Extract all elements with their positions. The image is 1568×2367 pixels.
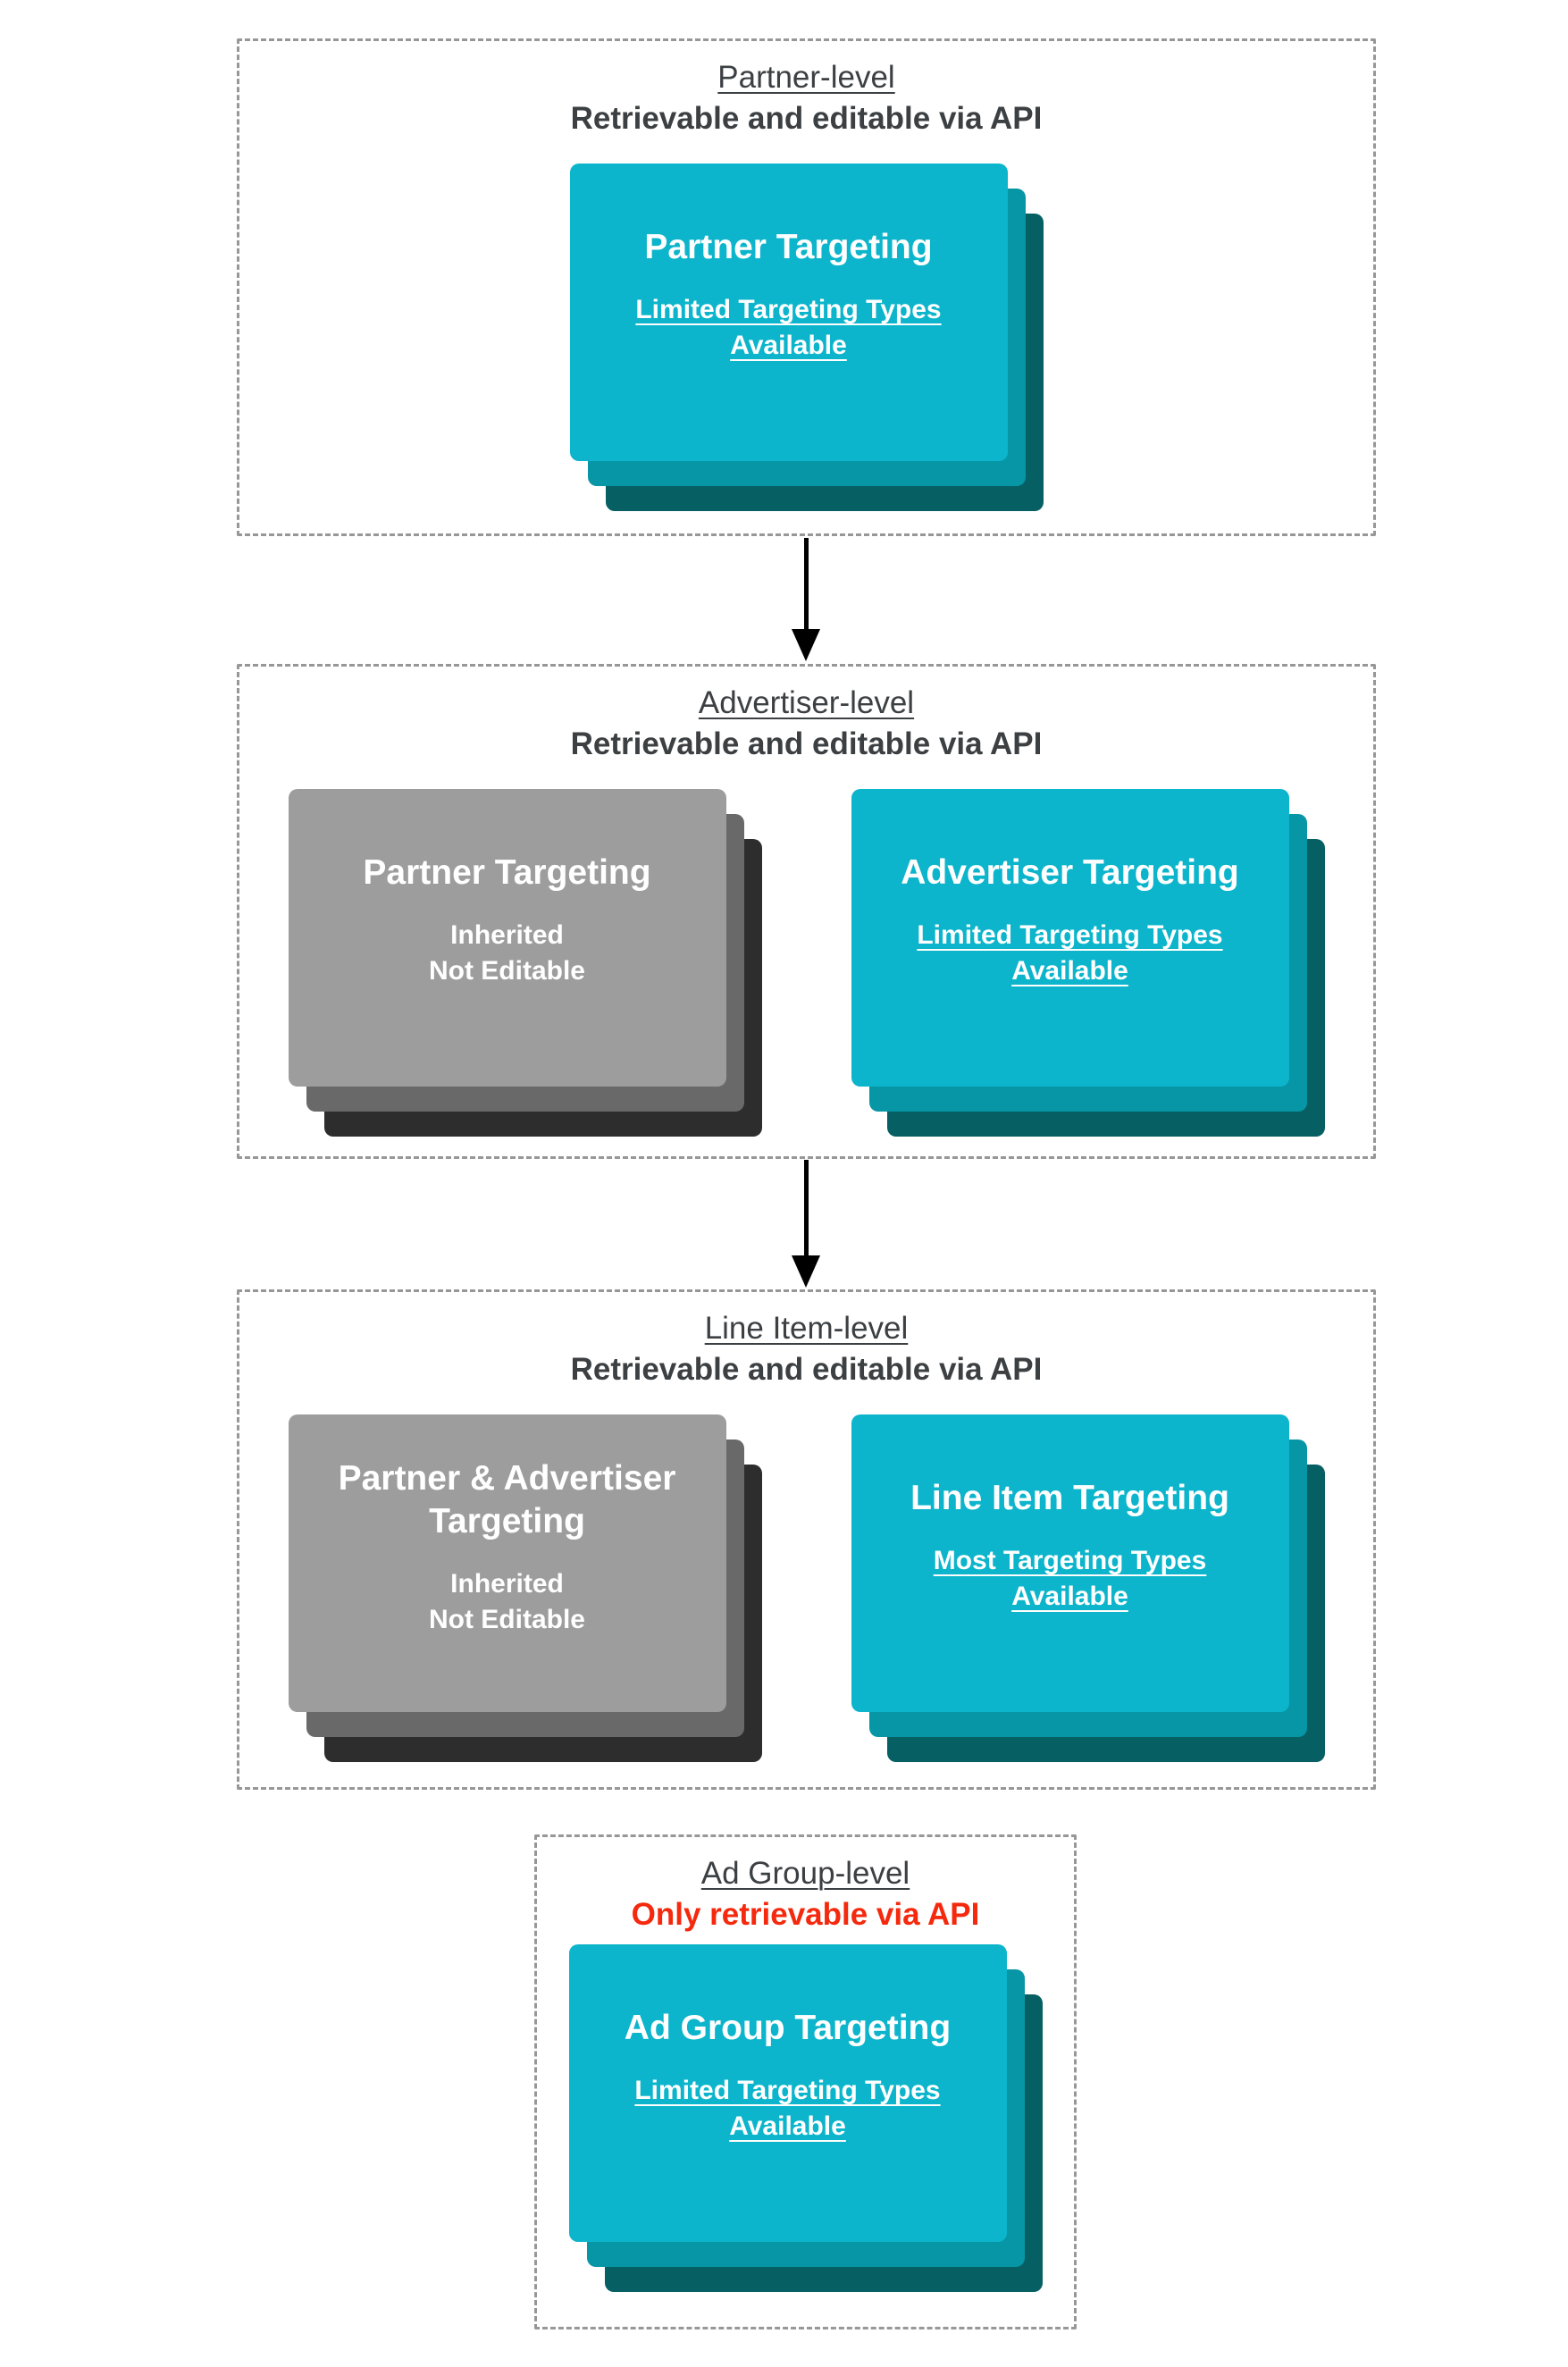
card-content: Partner Targeting Limited Targeting Type… (570, 226, 1008, 364)
card-body-line: Available (1011, 1582, 1128, 1611)
card-title-line: Partner Targeting (363, 853, 651, 892)
section-subtitle-red: Only retrievable via API (631, 1897, 980, 1932)
card-stack-inherited-partner-targeting: Partner Targeting Inherited Not Editable (288, 789, 762, 1137)
card-body-line: Not Editable (428, 1605, 585, 1634)
cards-row: Partner Targeting Limited Targeting Type… (239, 164, 1373, 511)
card-body-line: Limited Targeting Types (635, 295, 942, 324)
cards-row: Partner & Advertiser Targeting Inherited… (239, 1414, 1373, 1762)
card-body-line: Limited Targeting Types (917, 920, 1223, 950)
card-body-line: Available (729, 2111, 846, 2141)
card-title-line: Advertiser Targeting (901, 853, 1239, 892)
card-content: Partner Targeting Inherited Not Editable (289, 852, 726, 989)
card-content: Partner & Advertiser Targeting Inherited… (289, 1457, 726, 1638)
card-advertiser-targeting: Advertiser Targeting Limited Targeting T… (851, 789, 1289, 1087)
card-title: Ad Group Targeting (569, 2007, 1007, 2050)
card-body: Inherited Not Editable (289, 918, 726, 989)
card-inherited-partner-advertiser-targeting: Partner & Advertiser Targeting Inherited… (288, 1414, 726, 1712)
card-body: Inherited Not Editable (289, 1566, 726, 1638)
section-advertiser-level: Advertiser-level Retrievable and editabl… (237, 664, 1376, 1159)
arrow-head-icon (792, 1255, 820, 1288)
card-content: Line Item Targeting Most Targeting Types… (851, 1477, 1289, 1615)
flow-arrow-down-1 (792, 538, 820, 661)
section-subtitle: Retrievable and editable via API (570, 726, 1043, 761)
card-body-line: Limited Targeting Types (634, 2076, 941, 2105)
section-partner-level: Partner-level Retrievable and editable v… (237, 38, 1376, 536)
card-title-line: Targeting (429, 1502, 585, 1540)
arrow-shaft (803, 538, 809, 629)
card-body: Limited Targeting Types Available (851, 918, 1289, 989)
card-title: Partner Targeting (289, 852, 726, 894)
card-content: Advertiser Targeting Limited Targeting T… (851, 852, 1289, 989)
card-body: Most Targeting Types Available (851, 1543, 1289, 1615)
card-body-line: Not Editable (428, 956, 585, 986)
section-title: Advertiser-level (698, 685, 915, 720)
card-partner-targeting: Partner Targeting Limited Targeting Type… (569, 164, 1008, 461)
card-stack-inherited-partner-advertiser-targeting: Partner & Advertiser Targeting Inherited… (288, 1414, 762, 1762)
section-ad-group-level: Ad Group-level Only retrievable via API … (534, 1834, 1077, 2329)
card-body-line: Most Targeting Types (933, 1546, 1207, 1575)
card-ad-group-targeting: Ad Group Targeting Limited Targeting Typ… (568, 1944, 1007, 2242)
section-title: Line Item-level (704, 1311, 909, 1346)
card-title-line: Partner Targeting (644, 228, 933, 266)
card-content: Ad Group Targeting Limited Targeting Typ… (569, 2007, 1007, 2145)
card-body-line: Inherited (450, 1569, 564, 1599)
card-title: Partner Targeting (570, 226, 1008, 269)
section-title: Ad Group-level (700, 1856, 910, 1891)
section-subtitle: Retrievable and editable via API (570, 101, 1043, 136)
card-stack-partner-targeting: Partner Targeting Limited Targeting Type… (569, 164, 1044, 511)
section-line-item-level: Line Item-level Retrievable and editable… (237, 1289, 1376, 1790)
cards-row: Partner Targeting Inherited Not Editable (239, 789, 1373, 1137)
card-title: Advertiser Targeting (851, 852, 1289, 894)
section-subtitle: Retrievable and editable via API (570, 1352, 1043, 1387)
card-title-line: Partner & Advertiser (338, 1459, 676, 1498)
card-body: Limited Targeting Types Available (569, 2073, 1007, 2145)
flow-arrow-down-2 (792, 1160, 820, 1288)
card-body-line: Available (730, 331, 847, 360)
card-inherited-partner-targeting: Partner Targeting Inherited Not Editable (288, 789, 726, 1087)
section-title: Partner-level (717, 60, 895, 95)
arrow-head-icon (792, 629, 820, 661)
card-title: Line Item Targeting (851, 1477, 1289, 1520)
card-title: Partner & Advertiser Targeting (289, 1457, 726, 1543)
arrow-shaft (803, 1160, 809, 1255)
card-stack-ad-group-targeting: Ad Group Targeting Limited Targeting Typ… (568, 1944, 1043, 2292)
card-stack-line-item-targeting: Line Item Targeting Most Targeting Types… (851, 1414, 1325, 1762)
card-title-line: Line Item Targeting (910, 1479, 1229, 1517)
card-body: Limited Targeting Types Available (570, 292, 1008, 364)
card-stack-advertiser-targeting: Advertiser Targeting Limited Targeting T… (851, 789, 1325, 1137)
cards-row: Ad Group Targeting Limited Targeting Typ… (537, 1944, 1074, 2292)
card-line-item-targeting: Line Item Targeting Most Targeting Types… (851, 1414, 1289, 1712)
card-title-line: Ad Group Targeting (624, 2009, 952, 2047)
card-body-line: Available (1011, 956, 1128, 986)
card-body-line: Inherited (450, 920, 564, 950)
